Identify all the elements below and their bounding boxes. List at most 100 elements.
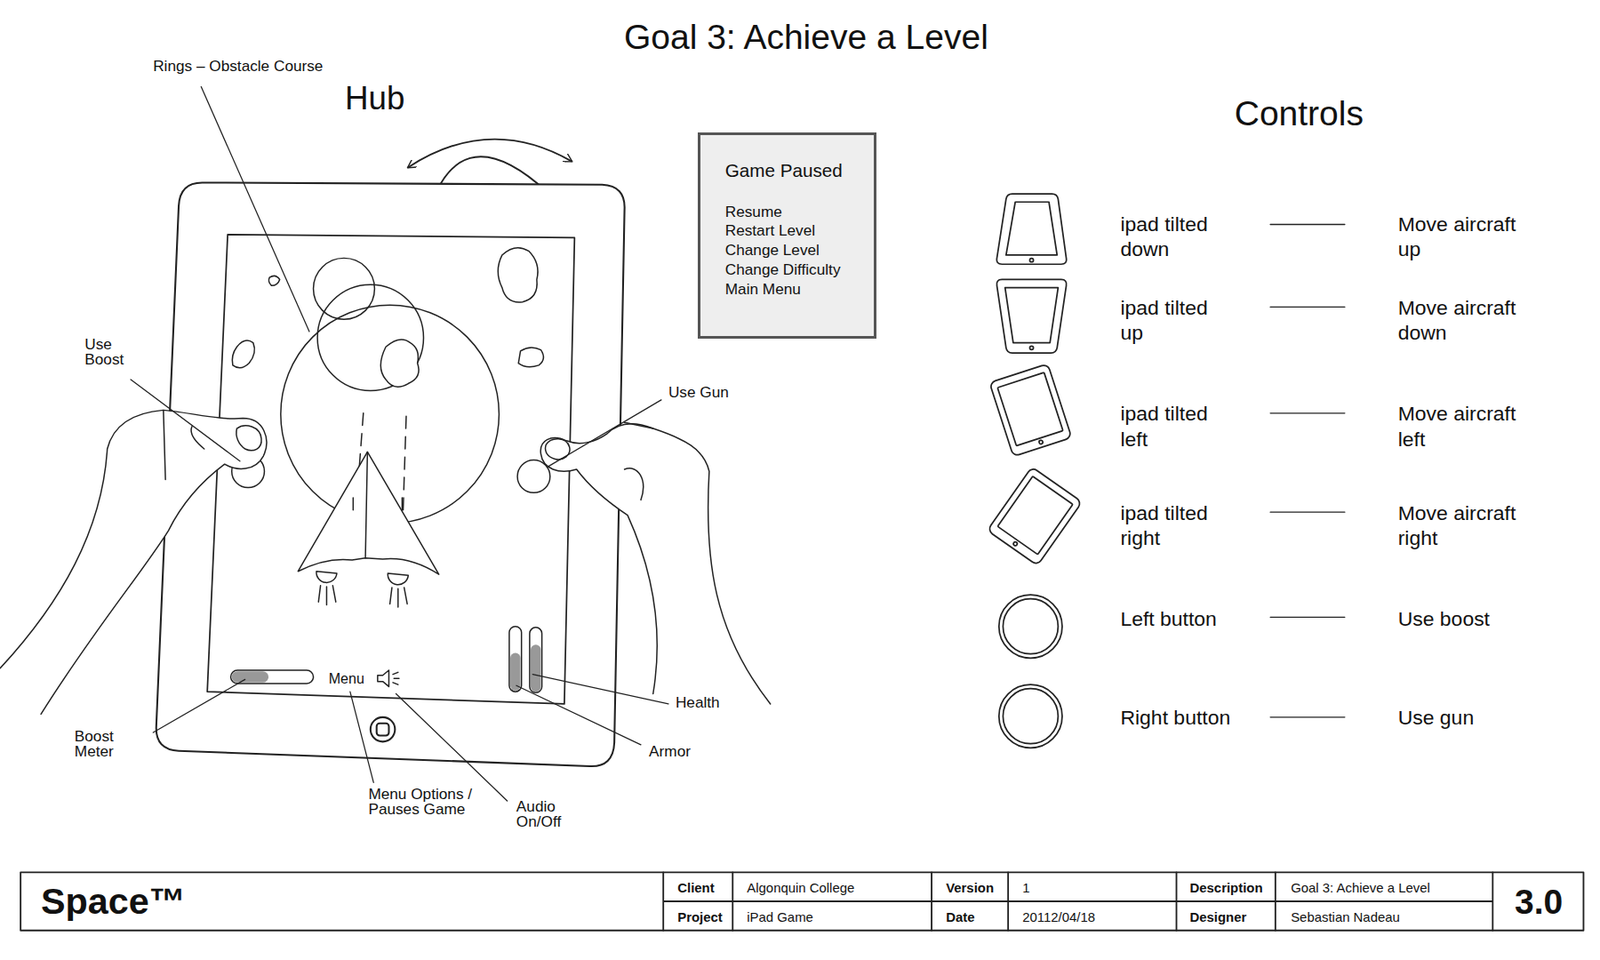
control-icons-part <box>999 684 1063 748</box>
label-text-holder: Algonquin College <box>746 880 855 896</box>
label-text: Audio On/Off <box>516 799 568 830</box>
label-text-holder: 1 <box>1022 880 1030 896</box>
label-text-holder: Hub <box>344 80 405 118</box>
control-icons-part <box>987 466 1082 566</box>
label-text-holder: Version <box>945 880 994 896</box>
game-screen-part <box>497 248 538 303</box>
control-icons-part <box>1002 599 1058 655</box>
label-text-holder: Use Gun <box>668 384 729 402</box>
title-block-part <box>663 872 1493 930</box>
control-icons-part <box>1005 288 1059 344</box>
control-icons-part-part <box>989 363 1072 456</box>
label-text: Use Boost <box>84 336 136 368</box>
control-dashes-part <box>1270 616 1345 618</box>
label-text-holder: Use gun <box>1398 704 1474 731</box>
label-text: Move aircraft left <box>1398 400 1531 452</box>
game-screen-part <box>232 340 255 368</box>
control-dashes <box>1270 224 1345 717</box>
label-text: ipad tilted left <box>1120 400 1223 452</box>
control-icons-part <box>1029 345 1033 350</box>
label-text: Right button <box>1120 704 1231 731</box>
menu-heading: Game Paused <box>725 160 850 183</box>
leader-lines-part <box>396 693 508 801</box>
label-text-holder: Move aircraft right <box>1398 500 1531 552</box>
ipad-device-part <box>207 234 575 704</box>
label-text: Hub <box>344 80 405 118</box>
label-text: ipad tilted right <box>1120 500 1223 552</box>
label-text-holder: Boost Meter <box>74 728 126 760</box>
label-text-holder: Use boost <box>1398 606 1490 632</box>
label-text-holder: ipad tilted right <box>1120 500 1223 552</box>
control-dashes-part <box>1270 716 1345 718</box>
hands-part <box>540 424 770 704</box>
leader-lines-part <box>130 379 240 462</box>
label-text: Goal 3: Achieve a Level <box>1290 880 1431 896</box>
menu-box: Game PausedResumeRestart LevelChange Lev… <box>697 132 877 339</box>
label-text: Use boost <box>1398 606 1490 632</box>
label-text-holder: ipad tilted down <box>1120 211 1223 263</box>
label-text: Description <box>1190 880 1264 896</box>
label-text-holder: Move aircraft down <box>1398 295 1531 346</box>
hud-part <box>231 670 314 684</box>
leader-lines-part <box>546 400 662 468</box>
label-text-holder: iPad Game <box>746 909 814 925</box>
label-text: Designer <box>1190 909 1248 925</box>
label-text: Boost Meter <box>74 728 126 760</box>
control-dashes-part <box>1270 306 1345 308</box>
label-text-holder: Date <box>945 909 975 925</box>
label-text-holder: Controls <box>1234 94 1364 135</box>
label-text-holder: Goal 3: Achieve a Level <box>1290 880 1431 896</box>
label-text: Date <box>945 909 975 925</box>
game-screen-part <box>403 416 407 511</box>
control-dashes-part <box>1270 412 1345 414</box>
control-icons-part <box>996 279 1066 353</box>
leader-lines-part <box>200 87 310 332</box>
control-icons-part <box>1006 201 1057 256</box>
hands-part <box>0 409 267 714</box>
control-icons-part-part <box>1012 541 1018 547</box>
game-screen-part <box>313 257 376 320</box>
label-text-holder: Armor <box>648 743 691 761</box>
label-text-holder: Left button <box>1120 606 1216 632</box>
label-text-holder: Sebastian Nadeau <box>1290 909 1400 925</box>
hud-part <box>530 644 541 692</box>
label-text-holder: Move aircraft left <box>1398 400 1531 452</box>
label-text-holder: 20112/04/18 <box>1022 909 1096 925</box>
label-text-holder: Description <box>1190 880 1264 896</box>
title-block <box>20 872 1584 930</box>
label-text: Use gun <box>1398 704 1474 731</box>
game-screen-part <box>352 497 402 511</box>
game-screen-part <box>387 573 408 585</box>
leader-lines-part <box>152 679 245 733</box>
game-screen-part <box>316 571 337 584</box>
label-text-holder: Health <box>675 694 720 712</box>
hands-part <box>624 422 654 500</box>
label-text: Client <box>677 880 714 896</box>
hud-part <box>509 626 522 692</box>
label-text: Menu Options / Pauses Game <box>368 786 476 817</box>
screen-buttons <box>232 455 551 493</box>
game-screen-part <box>297 451 439 575</box>
hands-part <box>163 409 205 480</box>
label-text: Sebastian Nadeau <box>1290 909 1400 925</box>
hands-part <box>540 424 776 715</box>
label-text: Armor <box>648 743 691 761</box>
hands-part <box>236 425 262 451</box>
hud-part <box>232 671 269 683</box>
control-icons-part-part <box>997 372 1064 447</box>
menu-item: Resume <box>725 202 850 223</box>
label-text: 20112/04/18 <box>1022 909 1096 925</box>
label-text-holder: 3.0 <box>1514 882 1563 923</box>
game-screen-part <box>268 275 280 286</box>
game-screen-part <box>318 585 408 608</box>
page-title-holder: Goal 3: Achieve a Level <box>624 17 989 58</box>
leader-lines-part <box>350 691 374 783</box>
control-icons-part <box>996 193 1066 264</box>
title-block-part <box>20 872 1584 930</box>
label-text: Project <box>677 909 723 925</box>
leader-lines-part <box>516 685 641 745</box>
label-text: ipad tilted down <box>1120 211 1223 263</box>
label-text: 1 <box>1022 880 1030 896</box>
label-text-holder: Right button <box>1120 704 1231 731</box>
